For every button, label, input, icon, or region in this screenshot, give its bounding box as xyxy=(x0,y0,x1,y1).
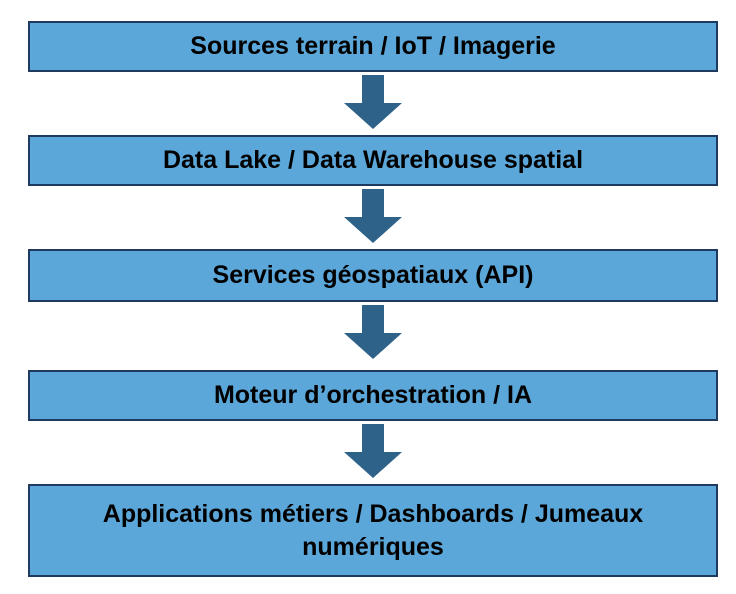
down-arrow-icon xyxy=(343,424,403,478)
flowchart-node-services: Services géospatiaux (API) xyxy=(28,249,718,302)
flowchart-node-sources: Sources terrain / IoT / Imagerie xyxy=(28,21,718,72)
flowchart-node-label: Sources terrain / IoT / Imagerie xyxy=(190,32,556,60)
flowchart-node-applications: Applications métiers / Dashboards / Jume… xyxy=(28,484,718,577)
flowchart-node-label: Applications métiers / Dashboards / Jume… xyxy=(102,499,644,561)
flowchart-node-datalake: Data Lake / Data Warehouse spatial xyxy=(28,135,718,186)
down-arrow-icon xyxy=(343,189,403,243)
flowchart-node-label: Moteur d’orchestration / IA xyxy=(213,381,533,409)
down-arrow-icon xyxy=(343,305,403,359)
down-arrow-icon xyxy=(343,75,403,129)
flowchart-node-orchestration: Moteur d’orchestration / IA xyxy=(28,370,718,421)
flowchart-node-label: Data Lake / Data Warehouse spatial xyxy=(162,146,584,174)
flowchart-node-label: Services géospatiaux (API) xyxy=(212,261,534,289)
